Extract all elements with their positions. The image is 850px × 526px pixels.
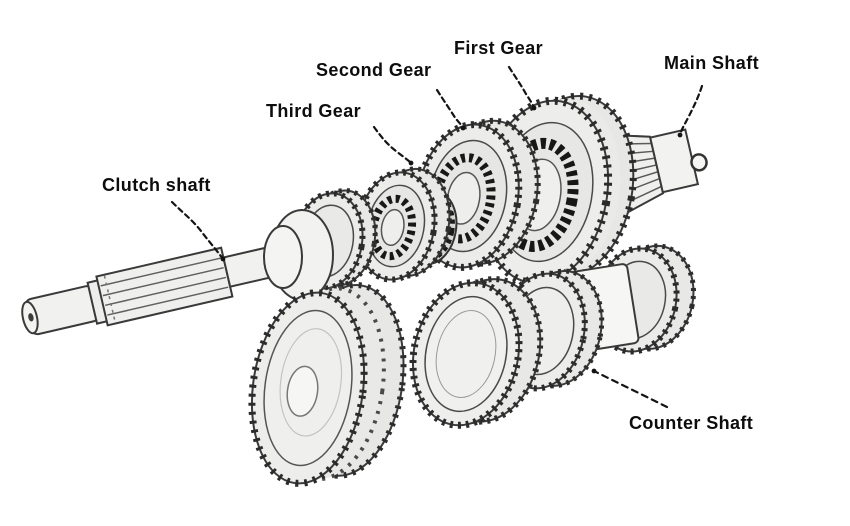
leader-line-counter-shaft <box>592 369 669 409</box>
leader-dot-second-gear <box>460 125 466 131</box>
leader-line-clutch-shaft <box>170 200 225 261</box>
leader-line-first-gear <box>507 65 536 110</box>
main-shaft-tip-drawing <box>690 153 708 172</box>
leader-dot-counter-shaft <box>591 368 597 374</box>
label-main-shaft: Main Shaft <box>664 53 760 73</box>
label-counter-shaft: Counter Shaft <box>629 413 754 433</box>
leader-dot-third-gear <box>408 160 414 166</box>
third-gear-drawing <box>354 166 452 283</box>
label-second-gear: Second Gear <box>316 60 432 80</box>
leader-line-second-gear <box>435 88 465 130</box>
counter-gear-second-drawing <box>409 276 544 429</box>
leader-line-third-gear <box>372 125 413 165</box>
leader-dot-clutch-shaft <box>220 256 226 262</box>
counter-gear-low-drawing <box>248 282 407 487</box>
label-third-gear: Third Gear <box>266 101 362 121</box>
label-clutch-shaft: Clutch shaft <box>102 175 211 195</box>
leader-line-main-shaft <box>678 84 704 137</box>
leader-dot-first-gear <box>531 105 537 111</box>
clutch-shaft-collar-drawing <box>263 209 334 301</box>
leader-dot-main-shaft <box>677 132 683 138</box>
label-first-gear: First Gear <box>454 38 544 58</box>
